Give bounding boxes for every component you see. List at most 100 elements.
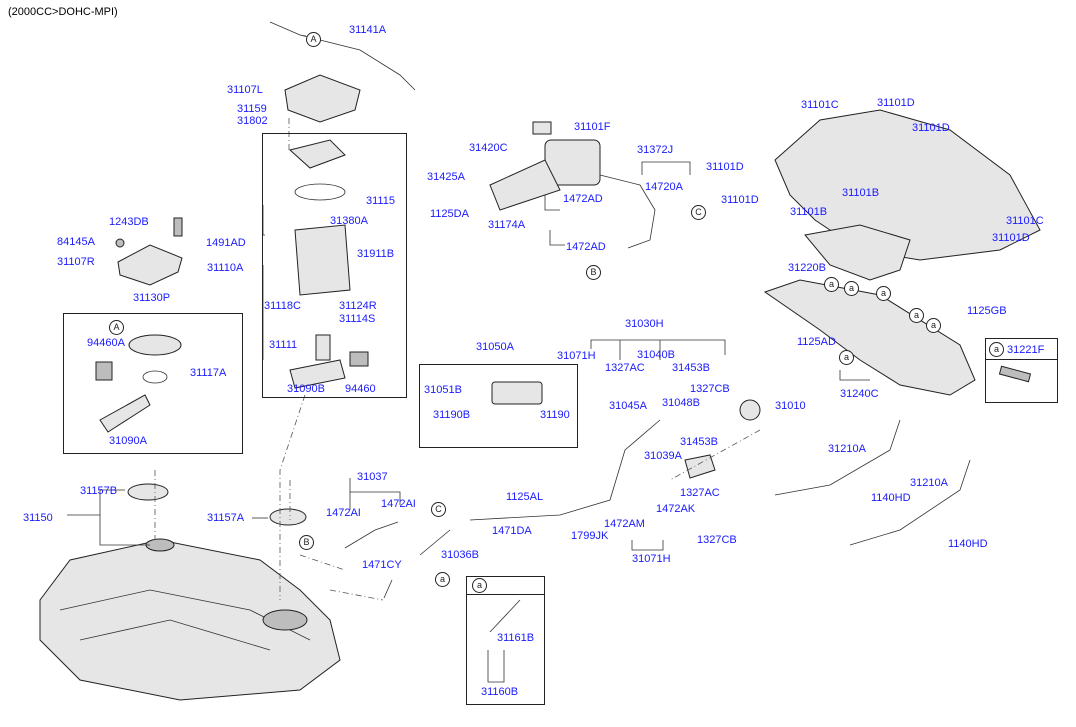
part-31101B: 31101B [790,206,828,218]
part-31453B: 31453B [680,436,718,448]
callout-a: a [844,281,859,296]
part-1471DA: 1471DA [492,525,532,537]
part-31010: 31010 [775,400,806,412]
part-31071H: 31071H [557,350,596,362]
part-31380A: 31380A [330,215,368,227]
part-31101D: 31101D [992,232,1030,244]
part-1327AC: 1327AC [605,362,645,374]
part-31110A: 31110A [207,262,244,274]
vent-line [269,21,416,91]
part-31090B: 31090B [287,383,325,395]
part-31141A: 31141A [349,24,387,36]
callout-C: C [431,502,446,517]
part-31190B: 31190B [433,409,471,421]
part-31157B: 31157B [80,485,118,497]
bracket-box [419,364,578,448]
part-1125GB: 1125GB [967,305,1007,317]
part-1327AC: 1327AC [680,487,720,499]
part-31040B: 31040B [637,349,675,361]
part-31101C: 31101C [801,99,839,111]
part-1327CB: 1327CB [697,534,737,546]
part-1471CY: 1471CY [362,559,402,571]
part-1243DB: 1243DB [109,216,149,228]
pump-module-box [262,133,407,398]
part-31114S: 31114S [339,313,376,325]
sender-unit-box [63,313,243,454]
part-31150: 31150 [23,512,53,524]
part-31048B: 31048B [662,397,700,409]
part-31161B: 31161B [497,632,535,644]
part-31190: 31190 [540,409,570,421]
part-1327CB: 1327CB [690,383,730,395]
part-31071H: 31071H [632,553,671,565]
pump-module [294,224,351,296]
part-1125AD: 1125AD [797,336,836,348]
part-31124R: 31124R [339,300,377,312]
callout-a: a [824,277,839,292]
engine-spec-header: (2000CC>DOHC-MPI) [8,6,118,18]
part-1491AD: 1491AD [206,237,246,249]
part-31118C: 31118C [264,300,301,312]
part-31037: 31037 [357,471,388,483]
part-31174A: 31174A [488,219,526,231]
part-31372J: 31372J [637,144,674,156]
part-31090A: 31090A [109,435,147,447]
part-31107R: 31107R [57,256,95,268]
filler-pipe [469,419,661,521]
heat-protector [804,224,911,281]
part-31101D: 31101D [706,161,744,173]
part-1799JK: 1799JK [571,530,609,542]
part-1125AL: 1125AL [506,491,544,503]
part-94460: 94460 [345,383,376,395]
pump-cover-right [117,244,183,286]
pump-cover-left [284,74,361,123]
callout-a: a [909,308,924,323]
part-31101D: 31101D [877,97,915,109]
part-31210A: 31210A [910,477,948,489]
part-1125DA: 1125DA [430,208,469,220]
callout-B: B [299,535,314,550]
part-1472AD: 1472AD [563,193,603,205]
part-31425A: 31425A [427,171,465,183]
part-31160B: 31160B [481,686,519,698]
part-31030H: 31030H [625,318,664,330]
callout-B: B [586,265,601,280]
pump-opening [262,609,308,631]
part-31802: 31802 [237,115,268,127]
part-31101C: 31101C [1006,215,1044,227]
part-31050A: 31050A [476,341,514,353]
tank-strap-1 [774,419,901,496]
part-31101F: 31101F [574,121,611,133]
part-31107L: 31107L [227,84,263,96]
part-31911B: 31911B [357,248,395,260]
callout-C: C [691,205,706,220]
part-1140HD: 1140HD [871,492,911,504]
callout-A: A [109,320,124,335]
part-31453B: 31453B [672,362,710,374]
fuel-tank [39,539,341,701]
part-1472AM: 1472AM [604,518,645,530]
part-1140HD: 1140HD [948,538,988,550]
part-31240C: 31240C [840,388,879,400]
part-31210A: 31210A [828,443,866,455]
callout-a: a [435,572,450,587]
underbody-shield [774,109,1041,261]
part-31036B: 31036B [441,549,479,561]
tank-protector [763,279,976,396]
part-31159: 31159 [237,103,267,115]
part-1472AI: 1472AI [326,507,361,519]
detail-a-box-header [466,576,545,595]
detail-a-right-box-header [985,338,1058,360]
part-31051B: 31051B [424,384,462,396]
part-1472AD: 1472AD [566,241,606,253]
part-1472AK: 1472AK [656,503,696,515]
part-31420C: 31420C [469,142,508,154]
callout-A: A [306,32,321,47]
part-14720A: 14720A [645,181,683,193]
part-31130P: 31130P [133,292,171,304]
tank-strap-2 [849,459,971,546]
part-31115: 31115 [366,195,395,207]
part-31157A: 31157A [207,512,245,524]
callout-a: a [839,350,854,365]
part-94460A: 94460A [87,337,125,349]
